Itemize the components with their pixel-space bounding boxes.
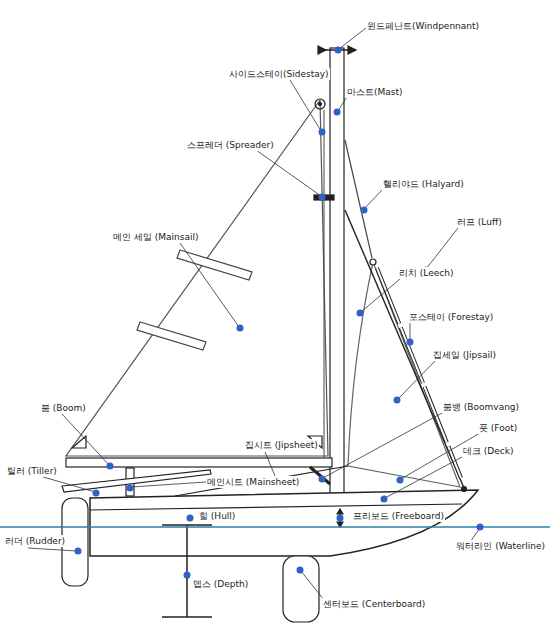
part-label: 스프레더 (Spreader) [186,139,275,151]
mast-shape [330,48,344,498]
part-label: 뎁스 (Depth) [192,578,249,590]
jib-shape [348,262,460,487]
part-label: 데크 (Deck) [462,445,515,457]
part-label: 윈드페난트(Windpennant) [366,20,480,32]
part-label: 틸러 (Tiller) [6,465,58,477]
waterline [0,526,550,527]
part-label: 집시트 (Jipsheet) [244,439,319,451]
part-label: 핼리야드 (Halyard) [382,178,465,190]
part-label: 리치 (Leech) [398,267,454,279]
part-label: 워터라인 (Waterline) [455,540,546,552]
hull-shape [90,490,478,556]
part-label: 붐뱅 (Boomvang) [442,401,520,413]
part-label: 센터보드 (Centerboard) [322,598,426,610]
batten [137,322,206,350]
part-label: 힐 (Hull) [198,510,236,522]
mainsail-head [315,99,325,109]
part-label: 러프 (Luff) [456,216,503,228]
part-label: 풋 (Foot) [478,422,518,434]
part-label: 사이드스테이(Sidestay) [228,68,330,80]
part-label: 메인시트 (Mainsheet) [206,476,300,488]
part-label: 프리보드 (Freeboard) [352,510,445,522]
part-label: 러더 (Rudder) [4,535,66,547]
part-label: 메인 세일 (Mainsail) [112,231,199,243]
mainsail-shape [66,100,328,456]
part-label: 포스테이 (Forestay) [408,311,494,323]
centerboard-shape [283,556,319,622]
part-label: 집세일 (Jipsail) [432,349,497,361]
part-label: 붐 (Boom) [40,402,87,414]
part-label: 마스트(Mast) [346,86,404,98]
